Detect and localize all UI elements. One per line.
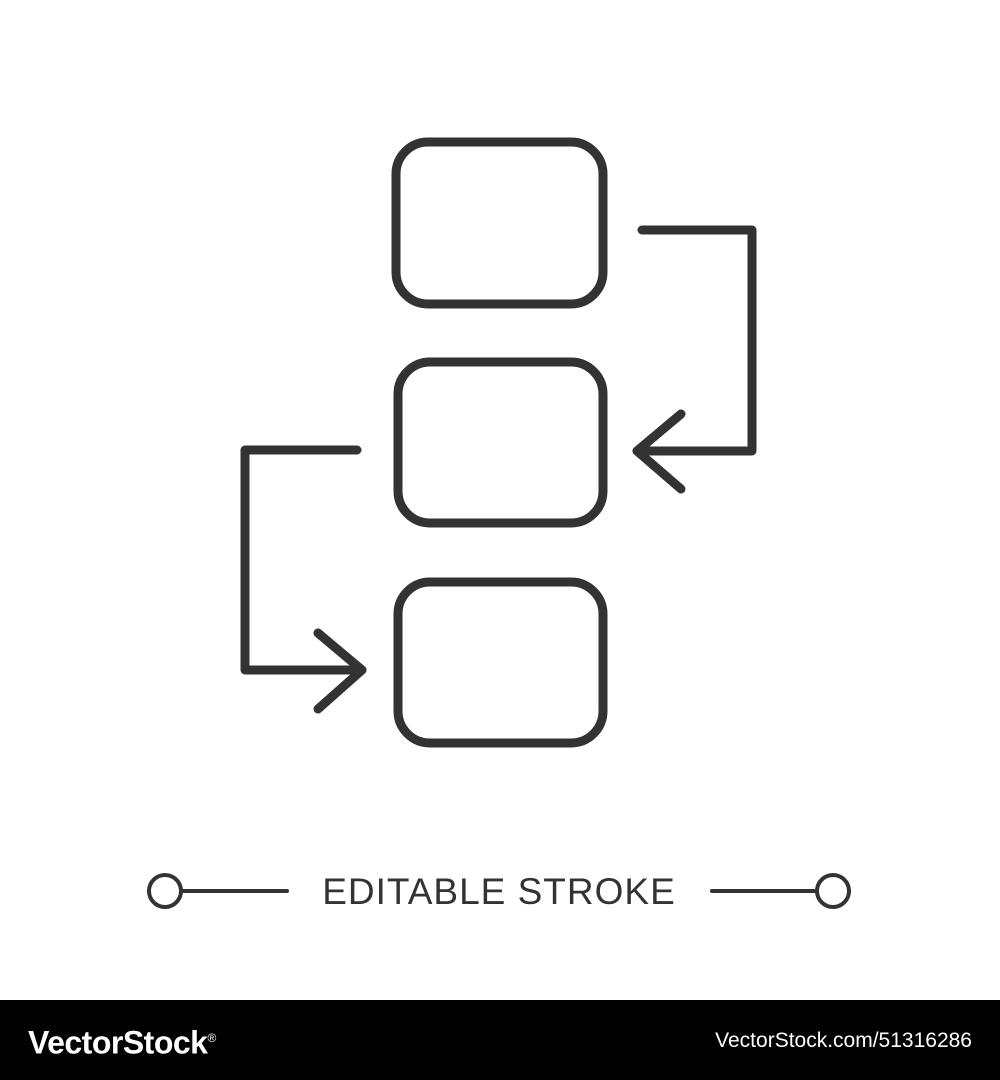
right-connector-line — [632, 225, 757, 456]
registered-mark: ® — [207, 1031, 216, 1045]
editable-stroke-caption: EDITABLE STROKE — [322, 871, 676, 912]
left-arrow-head-icon — [313, 628, 367, 714]
middle-box — [393, 357, 608, 528]
slider-left-handle-icon — [147, 873, 183, 909]
left-connector-line — [240, 445, 367, 675]
watermark-bar: VectorStock® VectorStock.com/51316286 — [0, 1000, 1000, 1080]
brand-name: VectorStock — [28, 1024, 208, 1061]
image-reference: VectorStock.com/51316286 — [715, 1029, 972, 1052]
brand-logo: VectorStock® — [28, 1018, 216, 1063]
top-box — [391, 137, 608, 309]
icon-canvas: EDITABLE STROKE — [147, 137, 851, 912]
flowchart-icon — [240, 137, 757, 748]
bottom-box — [393, 577, 608, 748]
right-arrow-head-icon — [632, 409, 686, 494]
editable-stroke-slider — [147, 873, 851, 909]
slider-right-handle-icon — [815, 873, 851, 909]
